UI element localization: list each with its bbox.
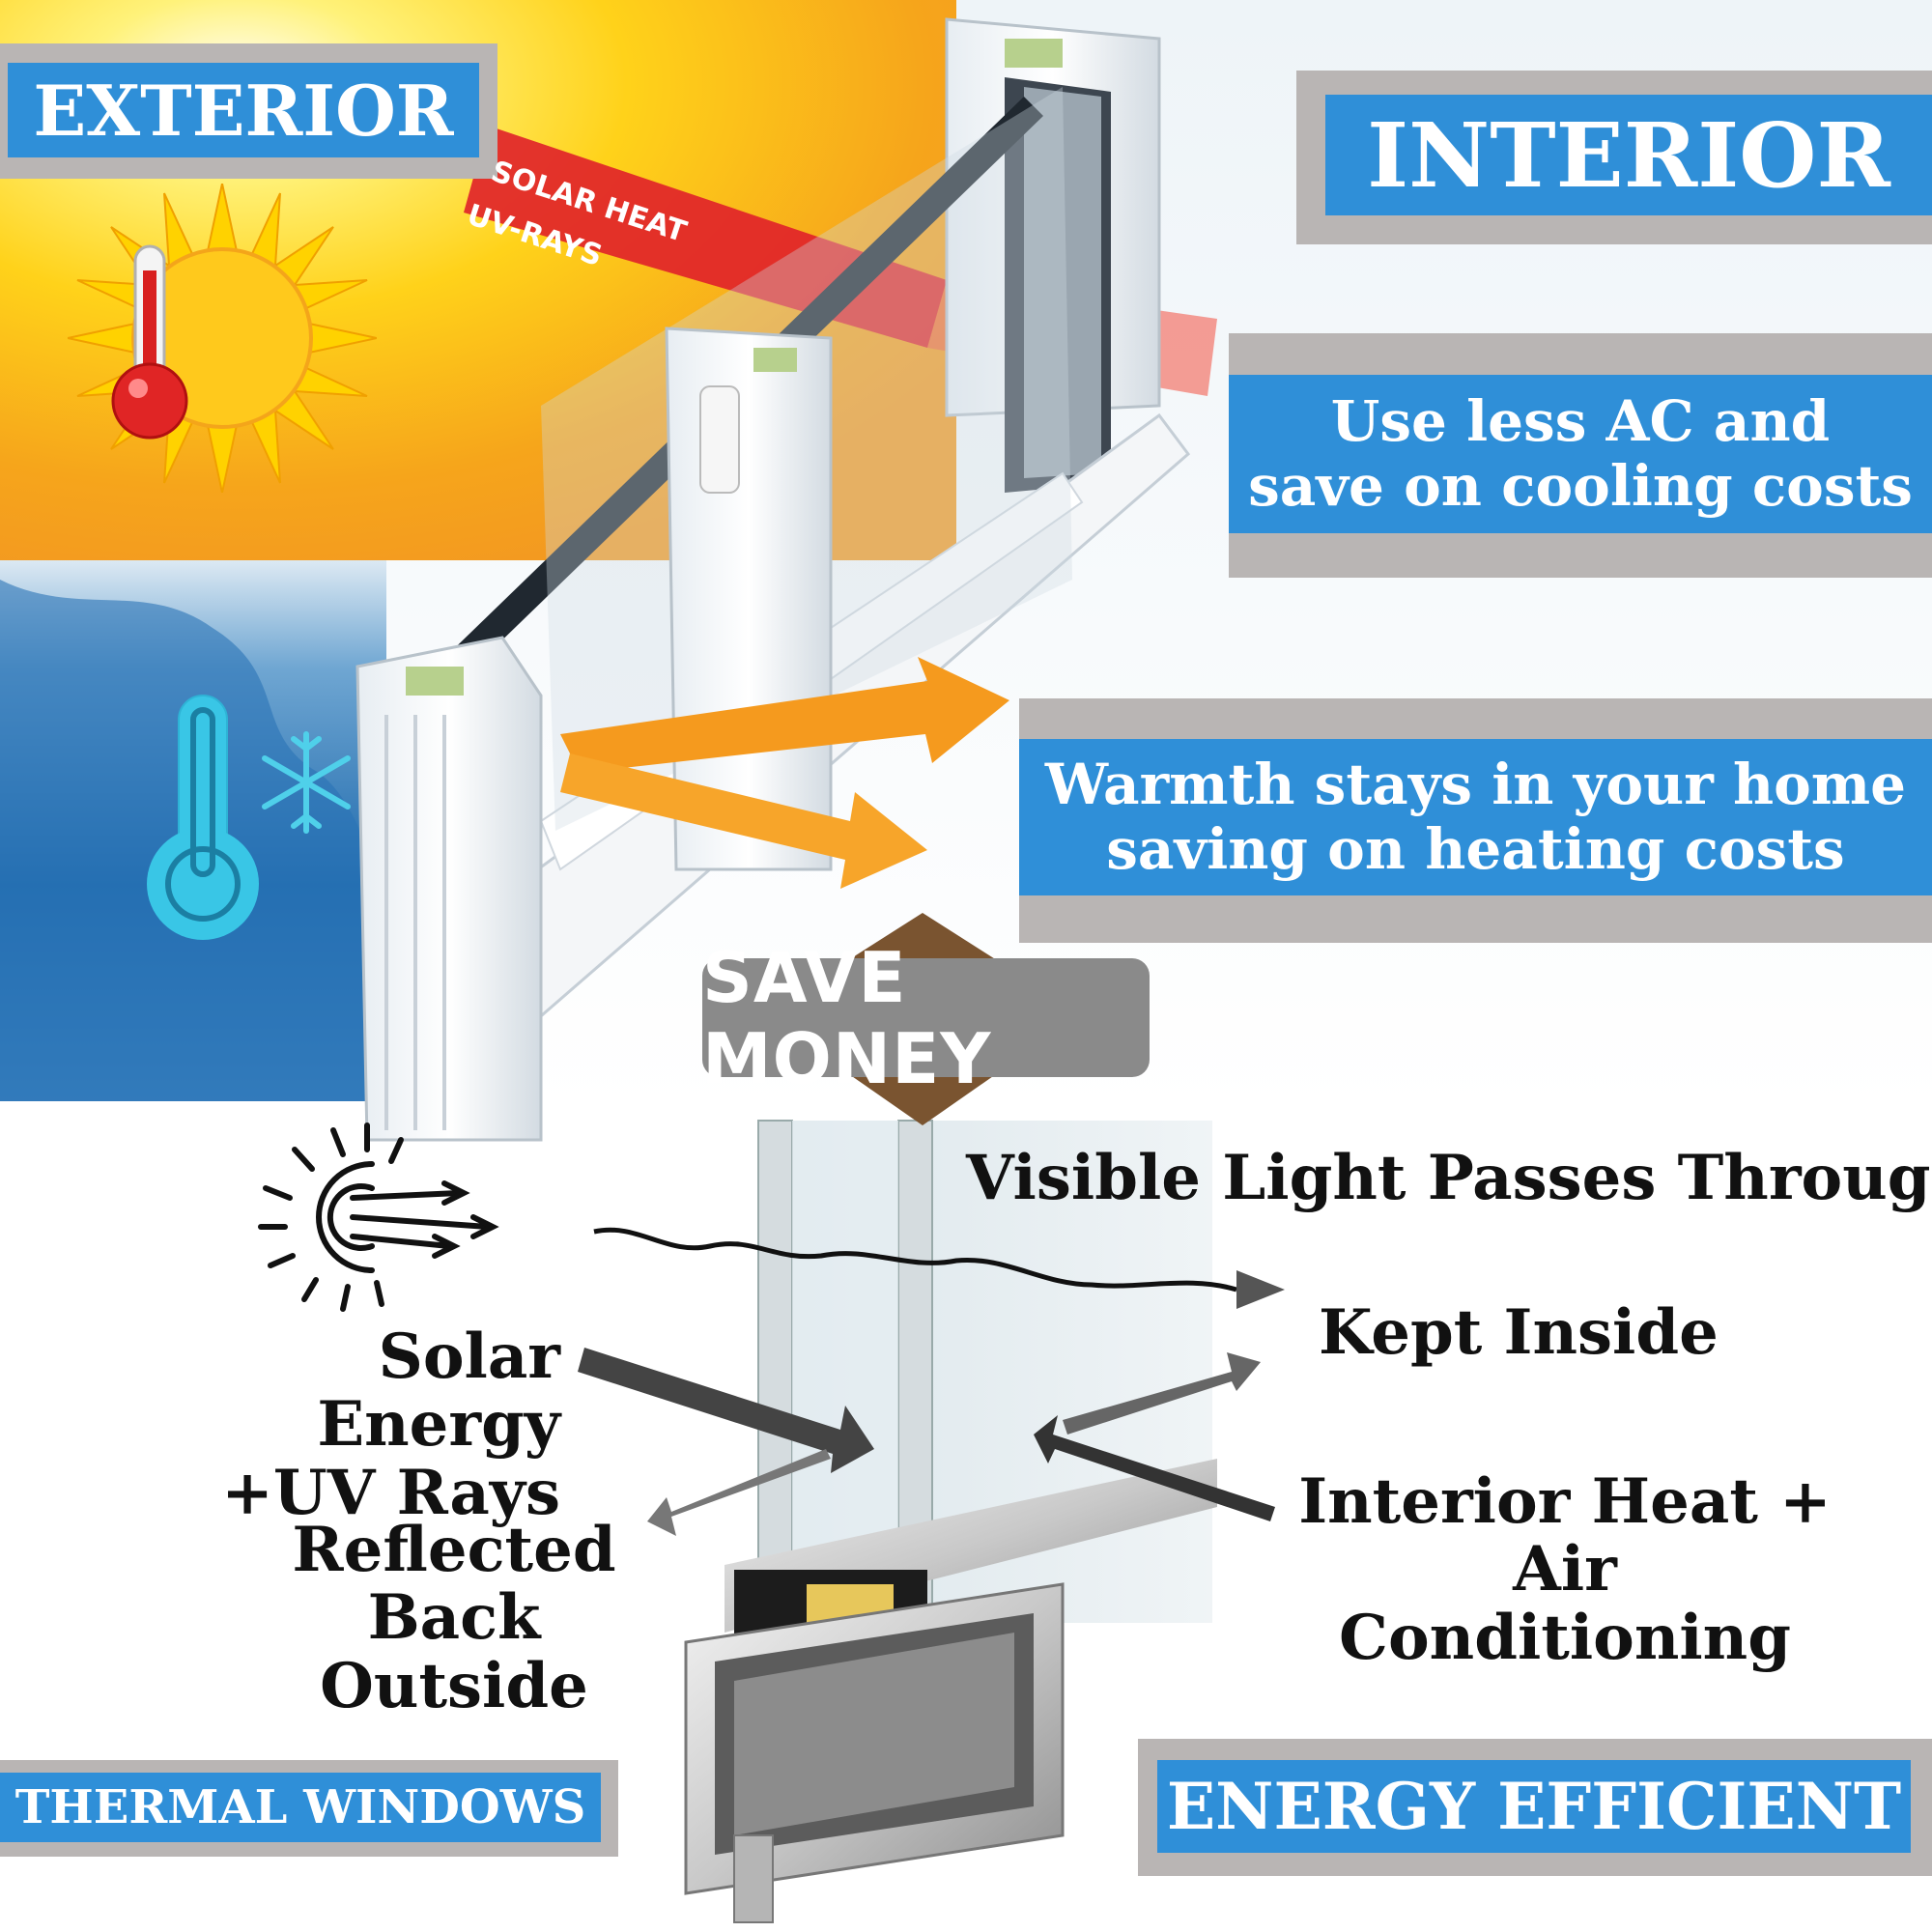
exterior-label: EXTERIOR [8,63,479,157]
visible-light-label: Visible Light Passes Through [966,1142,1932,1214]
heating-label: Warmth stays in your home saving on heat… [1019,739,1932,895]
kept-inside-label: Kept Inside [1319,1296,1719,1369]
reflected-label: Reflected Back Outside [292,1514,616,1722]
hot-thermometer-icon [111,244,188,440]
interior-label: INTERIOR [1325,95,1932,215]
energy-efficient-label: ENERGY EFFICIENT [1157,1760,1911,1853]
save-money-badge: SAVE MONEY [702,937,1150,1099]
solar-energy-icon [258,1122,499,1312]
interior-heat-label: Interior Heat + Air Conditioning [1298,1465,1832,1674]
thermal-windows-label: THERMAL WINDOWS [0,1773,601,1842]
snowflake-icon [262,731,351,834]
cooling-label: Use less AC and save on cooling costs [1229,375,1932,533]
cold-thermometer-icon [147,695,259,940]
solar-energy-label: Solar Energy +UV Rays [221,1321,560,1529]
